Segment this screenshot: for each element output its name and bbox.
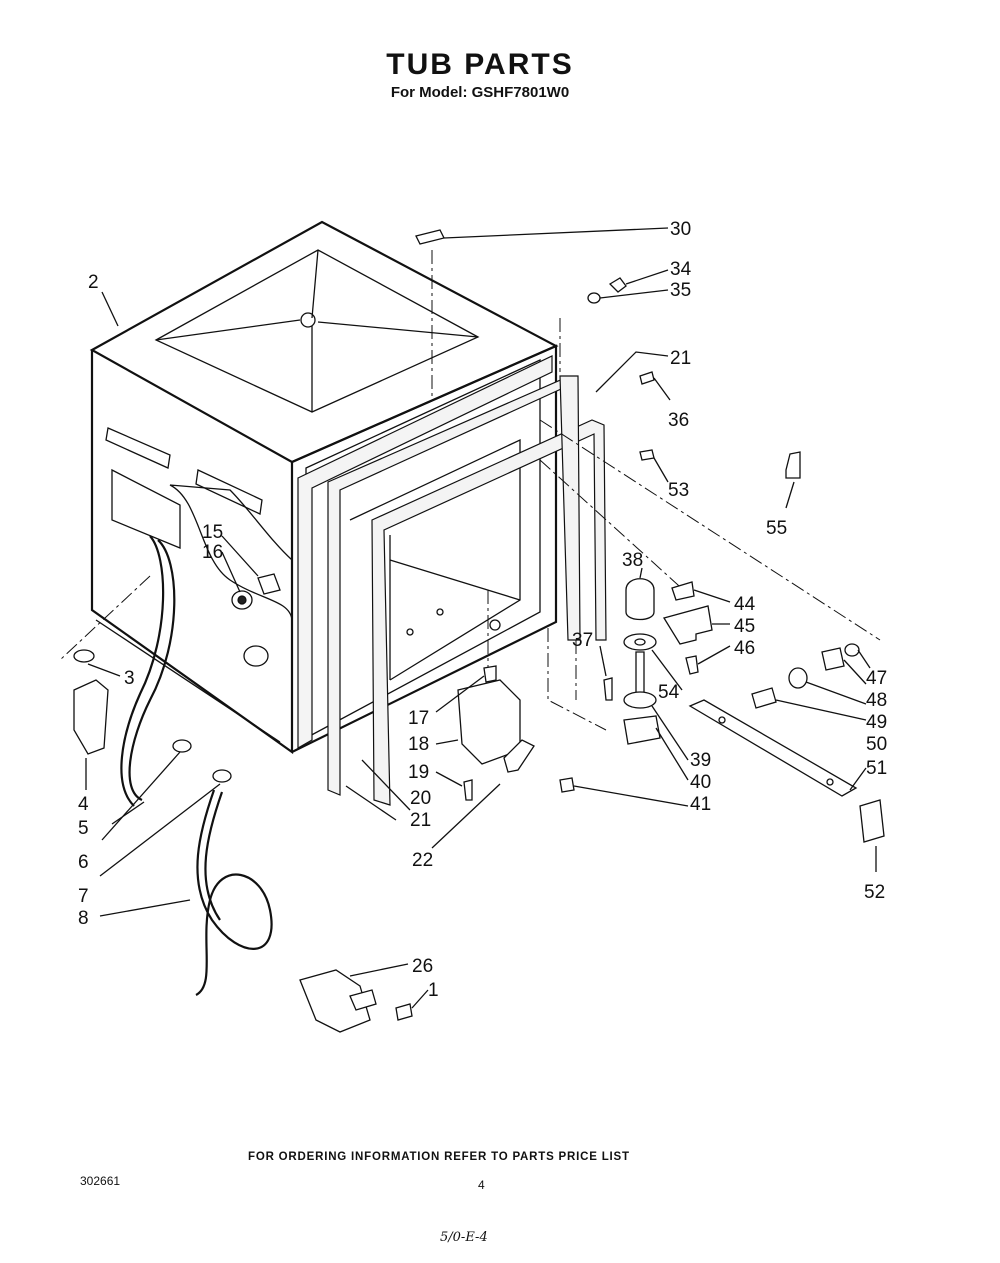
callout-4: 4 xyxy=(78,794,89,815)
callout-1: 1 xyxy=(428,980,439,1001)
callout-55: 55 xyxy=(766,518,787,539)
callout-34: 34 xyxy=(670,259,692,280)
callout-2: 2 xyxy=(88,272,99,293)
callout-39: 39 xyxy=(690,750,711,771)
page-title: TUB PARTS xyxy=(386,48,574,81)
callout-46: 46 xyxy=(734,638,755,659)
callout-16: 16 xyxy=(202,542,223,563)
callout-21-top: 21 xyxy=(670,348,691,369)
door-gaskets xyxy=(297,355,607,806)
callout-15: 15 xyxy=(202,522,223,543)
callout-labels: 30 34 35 21 36 53 55 2 38 44 45 46 37 47… xyxy=(78,219,887,1001)
callout-6: 6 xyxy=(78,852,89,873)
callout-26: 26 xyxy=(412,956,433,977)
callout-54: 54 xyxy=(658,682,680,703)
callout-35: 35 xyxy=(670,280,691,301)
small-parts xyxy=(73,229,885,1033)
ordering-note: FOR ORDERING INFORMATION REFER TO PARTS … xyxy=(248,1151,630,1163)
callout-40: 40 xyxy=(690,772,711,793)
leader-lines xyxy=(85,227,877,1009)
page-number: 4 xyxy=(478,1178,485,1192)
callout-50: 50 xyxy=(866,734,887,755)
callout-19: 19 xyxy=(408,762,429,783)
callout-53: 53 xyxy=(668,480,689,501)
callout-44: 44 xyxy=(734,594,756,615)
callout-45: 45 xyxy=(734,616,755,637)
callout-3: 3 xyxy=(124,668,135,689)
explosion-lines xyxy=(59,250,881,731)
callout-38: 38 xyxy=(622,550,643,571)
callout-20: 20 xyxy=(410,788,431,809)
callout-17: 17 xyxy=(408,708,429,729)
callout-7: 7 xyxy=(78,886,89,907)
callout-18: 18 xyxy=(408,734,429,755)
callout-5: 5 xyxy=(78,818,89,839)
callout-36: 36 xyxy=(668,410,689,431)
callout-37: 37 xyxy=(572,630,593,651)
callout-52: 52 xyxy=(864,882,885,903)
callout-47: 47 xyxy=(866,668,887,689)
model-subtitle: For Model: GSHF7801W0 xyxy=(390,84,570,101)
callout-30: 30 xyxy=(670,219,691,240)
callout-8: 8 xyxy=(78,908,89,929)
handwritten-mark: 5/0-E-4 xyxy=(440,1230,488,1245)
callout-48: 48 xyxy=(866,690,887,711)
tub-body xyxy=(89,220,559,755)
callout-21-bottom: 21 xyxy=(410,810,431,831)
callout-51: 51 xyxy=(866,758,887,779)
callout-41: 41 xyxy=(690,794,711,815)
callout-49: 49 xyxy=(866,712,887,733)
document-number: 302661 xyxy=(80,1174,121,1188)
callout-22: 22 xyxy=(412,850,433,871)
